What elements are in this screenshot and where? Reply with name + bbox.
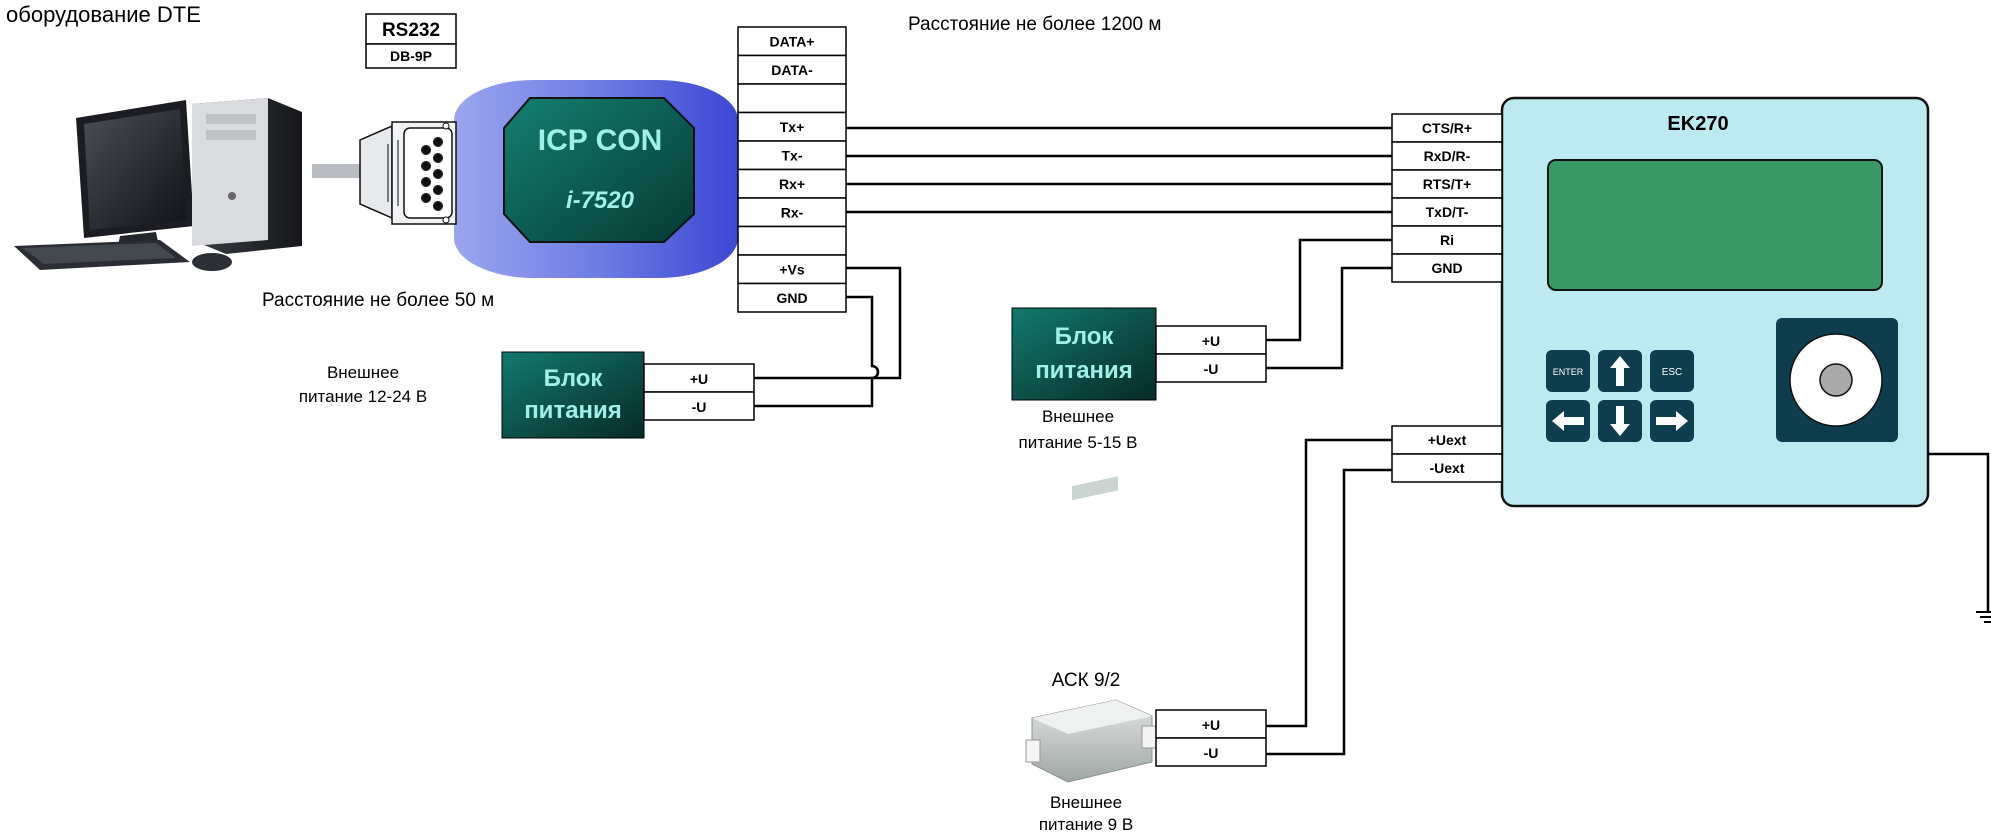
esc-key[interactable]: [1650, 350, 1694, 392]
converter-terminal-label: Rx+: [779, 176, 805, 192]
rs232-label: RS232 DB-9P: [365, 13, 457, 69]
ek270-keypad: ENTER ESC: [1546, 350, 1694, 442]
psu2-note-line1: Внешнее: [1042, 407, 1114, 426]
converter-terminal-label: GND: [776, 290, 807, 306]
arrow-up-icon: [1610, 356, 1630, 386]
ek270-ext-terminal-cell: [1391, 453, 1503, 483]
ek270-ext-terminal-label: -Uext: [1429, 460, 1464, 476]
ek270-terminal-label: Ri: [1440, 232, 1454, 248]
converter-terminal-cell: [737, 83, 847, 114]
ek270-terminal-cell: [1391, 113, 1503, 143]
psu2-minus-terminal: -U: [1204, 361, 1219, 377]
ek270-name: EK270: [1667, 113, 1728, 135]
psu1-note-line1: Внешнее: [327, 363, 399, 382]
psu1-title-line2: питания: [524, 397, 622, 424]
psu2-title-line1: Блок: [1055, 323, 1115, 350]
converter-terminal-cell: [737, 26, 847, 57]
arrow-left-icon: [1552, 411, 1584, 431]
ack-minus-terminal: -U: [1204, 745, 1219, 761]
psu2-title-line2: питания: [1035, 357, 1133, 384]
range-1200-caption: Расстояние не более 1200 м: [908, 14, 1161, 35]
converter-terminal-label: DATA-: [771, 62, 813, 78]
enter-key[interactable]: [1546, 350, 1590, 392]
psu2-plus-terminal: +U: [1202, 333, 1220, 349]
range-50-caption: Расстояние не более 50 м: [262, 290, 494, 311]
converter-terminal-label: Rx-: [781, 204, 804, 220]
ek270-terminal-label: TxD/T-: [1426, 204, 1469, 220]
computer-icon: [14, 98, 302, 271]
wire-uext-plus: [1266, 438, 1392, 728]
arrow-down-icon: [1610, 406, 1630, 436]
optical-interface-icon: [1776, 318, 1898, 442]
converter-terminal-label: DATA+: [770, 33, 815, 49]
ack-note-line2: питание 9 В: [1039, 815, 1133, 834]
psu1-plus-terminal: +U: [690, 371, 708, 387]
converter-terminal-label: Tx+: [780, 119, 805, 135]
psu2-note-line2: питание 5-15 В: [1019, 433, 1138, 452]
ek270-terminal-label: CTS/R+: [1422, 120, 1472, 136]
converter-terminal-label: +Vs: [779, 261, 805, 277]
ek270-terminal-label: RTS/T+: [1423, 176, 1472, 192]
psu1-note-line2: питание 12-24 В: [299, 387, 427, 406]
ek270-terminal-cell: [1391, 169, 1503, 199]
wire-gnd: [754, 295, 880, 408]
ground-icon: [1928, 452, 1991, 623]
wire-vs: [754, 266, 902, 380]
icp-con-converter: ICP CON i-7520: [359, 80, 738, 278]
converter-model: i-7520: [566, 187, 635, 214]
db9-label: DB-9P: [390, 48, 432, 64]
ek270-terminal-cell: [1391, 253, 1503, 283]
ek270-terminal-label: GND: [1431, 260, 1462, 276]
converter-terminal-cell: [737, 225, 847, 256]
converter-terminal-cell: [737, 168, 847, 199]
db9-connector-icon: [359, 121, 457, 225]
ek270-ext-terminal-label: +Uext: [1428, 432, 1467, 448]
wire-ek-gnd: [1266, 266, 1392, 370]
converter-terminal-cell: [737, 254, 847, 285]
arrow-right-icon: [1656, 411, 1688, 431]
psu1-title-line1: Блок: [544, 365, 604, 392]
ek270-ext-terminal-block: +Uext -Uext: [1391, 425, 1503, 483]
enter-key-label: ENTER: [1553, 367, 1584, 377]
ek270-terminal-cell: [1391, 141, 1503, 171]
ack-plus-terminal: +U: [1202, 717, 1220, 733]
converter-name: ICP CON: [538, 124, 662, 157]
ack-module-icon: [1025, 476, 1157, 783]
ek270-device: EK270 ENTER ESC: [1500, 96, 1930, 508]
ack-title: АСК 9/2: [1052, 670, 1121, 691]
ack-terminal-block: +U -U: [1155, 709, 1267, 767]
rs232-title: RS232: [382, 20, 440, 41]
power-supply-1: Блок питания +U -U: [501, 351, 755, 439]
converter-terminal-cell: [737, 54, 847, 85]
converter-terminal-cell: [737, 282, 847, 313]
wiring: [754, 126, 1392, 756]
power-supply-2: Блок питания +U -U: [1011, 307, 1267, 401]
ack-note-line1: Внешнее: [1050, 793, 1122, 812]
esc-key-label: ESC: [1662, 367, 1683, 378]
ek270-terminal-label: RxD/R-: [1424, 148, 1471, 164]
ek270-display: [1547, 159, 1883, 291]
converter-terminal-label: Tx-: [782, 147, 803, 163]
wire-ri: [1266, 238, 1392, 342]
wire-uext-minus: [1266, 468, 1392, 756]
dte-caption: оборудование DTE: [6, 2, 201, 27]
converter-terminal-cell: [737, 111, 847, 142]
psu1-minus-terminal: -U: [692, 399, 707, 415]
